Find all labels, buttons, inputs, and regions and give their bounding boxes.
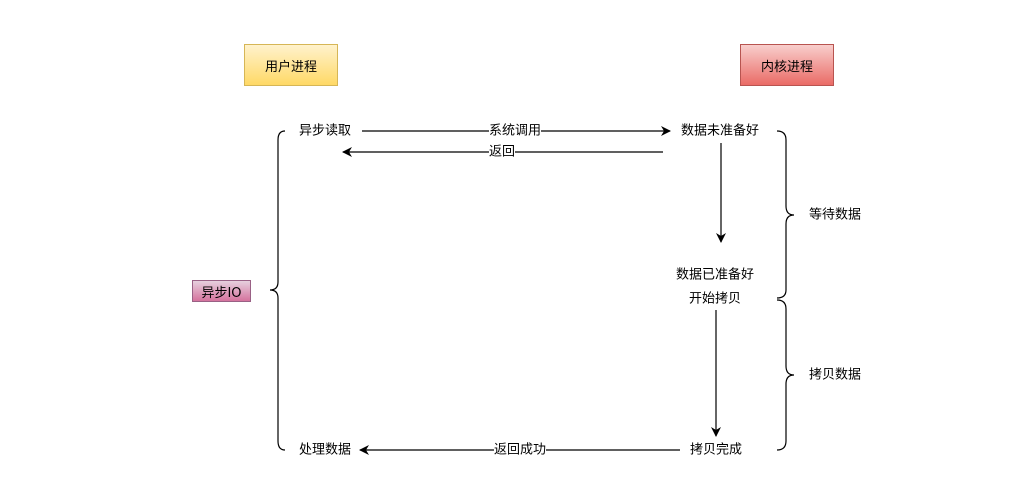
edge-label-syscall: 系统调用 (488, 123, 542, 139)
node-copy-done: 拷贝完成 (689, 442, 743, 458)
edge-label-return-success: 返回成功 (493, 442, 547, 458)
copy-brace (776, 299, 795, 451)
phase-wait-label: 等待数据 (808, 207, 862, 223)
phase-copy-label: 拷贝数据 (808, 367, 862, 383)
kernel-process-lane: 内核进程 (740, 44, 834, 86)
user-process-label: 用户进程 (264, 59, 317, 75)
wait-brace (776, 130, 795, 299)
node-data-not-ready: 数据未准备好 (680, 123, 760, 139)
user-process-lane: 用户进程 (244, 44, 338, 86)
node-data-ready: 数据已准备好 (675, 267, 755, 283)
async-io-group: 异步IO (192, 280, 251, 302)
node-async-read: 异步读取 (298, 123, 352, 139)
node-process-data: 处理数据 (298, 442, 352, 458)
edge-label-return: 返回 (488, 144, 516, 160)
node-start-copy: 开始拷贝 (688, 291, 742, 307)
left-brace (269, 130, 286, 451)
async-io-label: 异步IO (201, 285, 242, 301)
kernel-process-label: 内核进程 (760, 59, 813, 75)
